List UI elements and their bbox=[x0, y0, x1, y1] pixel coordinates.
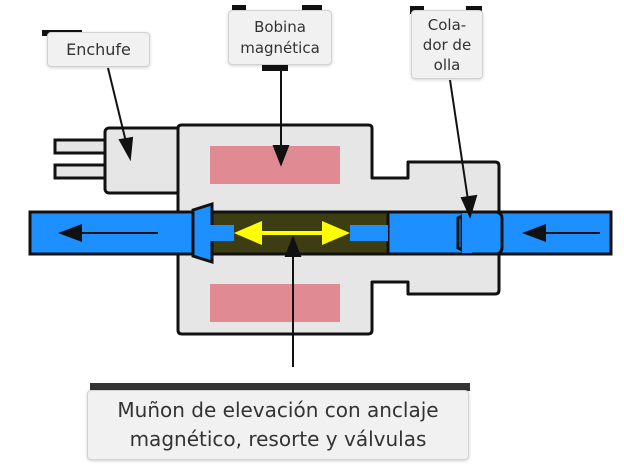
flow-arrow-inlet bbox=[522, 224, 600, 242]
strainer-label: Cola- dor de olla bbox=[411, 10, 483, 79]
coil-top bbox=[210, 146, 340, 184]
leader-lines bbox=[107, 66, 478, 367]
spring-double-arrow bbox=[234, 221, 350, 245]
plug-connector bbox=[53, 126, 187, 195]
plug-label: Enchufe bbox=[47, 32, 150, 67]
coil-label: Bobina magnética bbox=[228, 10, 332, 65]
coil-bottom bbox=[210, 284, 340, 322]
plunger-end-left bbox=[200, 225, 234, 241]
flow-arrow-outlet bbox=[58, 224, 158, 242]
plunger-end-right bbox=[350, 225, 388, 241]
plunger-label: Muñon de elevación con anclaje magnético… bbox=[87, 390, 469, 460]
